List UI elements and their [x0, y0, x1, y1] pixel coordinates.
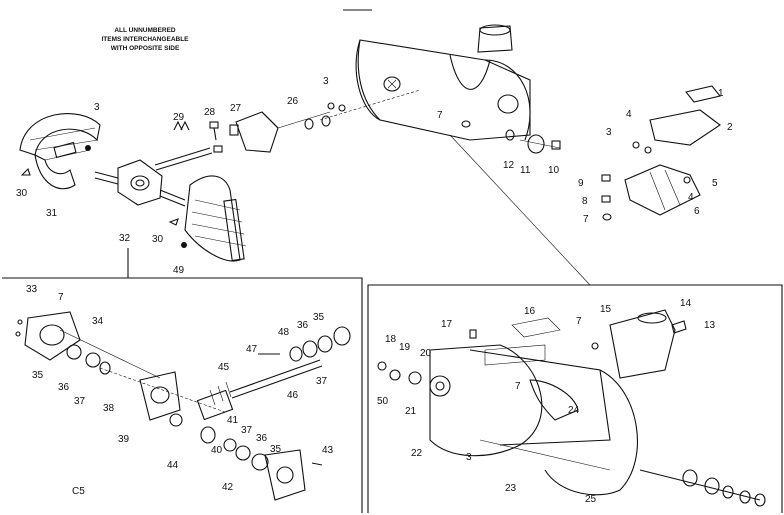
callout-23: 23 — [505, 483, 517, 494]
callout-44: 44 — [167, 460, 179, 471]
callout-27: 27 — [230, 103, 242, 114]
callout-4: 4 — [688, 192, 694, 203]
callout-43: 43 — [322, 445, 334, 456]
callout-47: 47 — [246, 344, 258, 355]
chute-deflector — [601, 85, 721, 221]
callout-29: 29 — [173, 112, 185, 123]
callout-46: 46 — [287, 390, 299, 401]
auger-housing — [319, 24, 561, 149]
callout-25: 25 — [585, 494, 597, 505]
callout-5: 5 — [712, 178, 718, 189]
callout-4: 4 — [626, 109, 632, 120]
callout-36: 36 — [58, 382, 70, 393]
callout-7: 7 — [58, 292, 64, 303]
page-code: C5 — [72, 486, 85, 497]
callout-12: 12 — [503, 160, 515, 171]
callout-15: 15 — [600, 304, 612, 315]
note-line-1: ALL UNNUMBERED — [114, 27, 176, 34]
callout-3: 3 — [94, 102, 100, 113]
interchangeable-note: ALL UNNUMBERED ITEMS INTERCHANGEABLE WIT… — [101, 27, 189, 52]
callout-31: 31 — [46, 208, 58, 219]
callout-3: 3 — [466, 452, 472, 463]
callout-10: 10 — [548, 165, 560, 176]
callout-17: 17 — [441, 319, 453, 330]
auger-31 — [19, 113, 101, 190]
callout-24: 24 — [568, 405, 580, 416]
callout-16: 16 — [524, 306, 536, 317]
callout-14: 14 — [680, 298, 692, 309]
callout-36: 36 — [297, 320, 309, 331]
hardware-right — [461, 120, 561, 154]
callout-8: 8 — [582, 196, 588, 207]
callout-50: 50 — [377, 396, 389, 407]
callout-33: 33 — [26, 284, 38, 295]
callouts-right: 18 19 20 50 21 17 16 15 14 13 7 7 24 22 … — [377, 298, 716, 505]
callout-9: 9 — [578, 178, 584, 189]
note-line-2: ITEMS INTERCHANGEABLE — [101, 36, 189, 43]
callout-2: 2 — [727, 122, 733, 133]
callout-45: 45 — [218, 362, 230, 373]
callout-37: 37 — [316, 376, 328, 387]
gearbox-32 — [94, 147, 213, 207]
callout-37: 37 — [241, 425, 253, 436]
callout-41: 41 — [227, 415, 239, 426]
auger-49 — [181, 175, 247, 262]
callout-7: 7 — [583, 214, 589, 225]
hardware-top — [20, 102, 346, 226]
callout-26: 26 — [287, 96, 299, 107]
callouts-top: 1 2 3 3 3 4 4 5 6 7 7 8 9 10 11 12 26 27… — [16, 76, 733, 276]
note-line-3: WITH OPPOSITE SIDE — [111, 45, 180, 52]
callout-35: 35 — [32, 370, 44, 381]
callout-7: 7 — [576, 316, 582, 327]
right-detail-frame — [367, 284, 783, 513]
callout-37: 37 — [74, 396, 86, 407]
leader-housing — [449, 134, 591, 286]
callout-18: 18 — [385, 334, 397, 345]
callout-7: 7 — [515, 381, 521, 392]
callouts-left: 33 7 34 35 36 37 38 39 44 40 41 37 36 35… — [26, 284, 334, 493]
housing-detail — [377, 309, 766, 507]
callout-30: 30 — [16, 188, 28, 199]
callout-20: 20 — [420, 348, 432, 359]
callout-42: 42 — [222, 482, 234, 493]
callout-32: 32 — [119, 233, 131, 244]
callout-11: 11 — [520, 165, 531, 176]
callout-1: 1 — [718, 88, 724, 99]
bearing-housing-27 — [229, 111, 331, 153]
callout-22: 22 — [411, 448, 423, 459]
callout-40: 40 — [211, 445, 223, 456]
callout-3: 3 — [323, 76, 329, 87]
left-detail-frame — [2, 277, 363, 513]
callout-19: 19 — [399, 342, 411, 353]
callout-30: 30 — [152, 234, 164, 245]
callout-7: 7 — [437, 110, 443, 121]
callout-35: 35 — [313, 312, 325, 323]
callout-38: 38 — [103, 403, 115, 414]
callout-48: 48 — [278, 327, 290, 338]
callout-35: 35 — [270, 444, 282, 455]
callout-6: 6 — [694, 206, 700, 217]
callout-49: 49 — [173, 265, 185, 276]
callout-39: 39 — [118, 434, 130, 445]
callout-13: 13 — [704, 320, 716, 331]
callout-3: 3 — [606, 127, 612, 138]
callout-28: 28 — [204, 107, 216, 118]
callout-21: 21 — [405, 406, 417, 417]
gearbox-detail — [15, 311, 351, 501]
callout-34: 34 — [92, 316, 104, 327]
callout-36: 36 — [256, 433, 268, 444]
